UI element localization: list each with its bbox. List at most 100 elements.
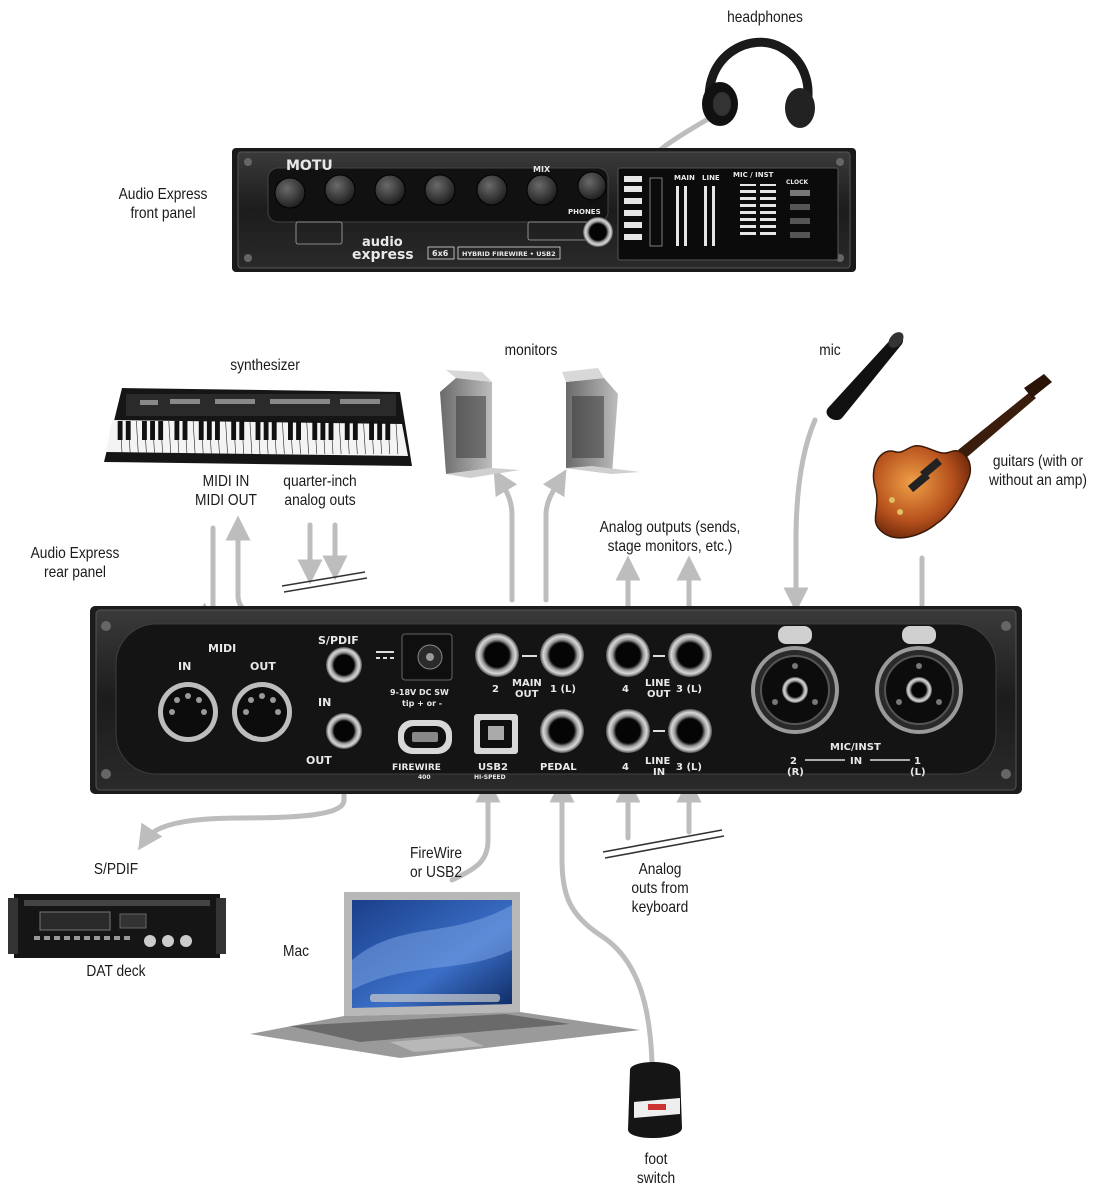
knob-1[interactable] bbox=[274, 177, 306, 209]
firewire-sub-label: 400 bbox=[418, 774, 431, 781]
rear-midi-label: MIDI bbox=[208, 642, 236, 655]
phones-jack[interactable] bbox=[583, 217, 613, 247]
headphones-icon bbox=[702, 37, 815, 128]
rear-spdif-in-label: IN bbox=[318, 696, 331, 709]
cable-pedal bbox=[549, 777, 655, 1065]
knob-5[interactable] bbox=[476, 174, 508, 206]
pedal-jack[interactable] bbox=[540, 709, 584, 753]
front-panel: MOTU MIX audio express 6x6 HYBRID FIREWI… bbox=[232, 148, 856, 272]
main-out-1-jack[interactable] bbox=[540, 633, 584, 677]
cable-spdif-out bbox=[138, 767, 347, 851]
cable-usb bbox=[449, 777, 501, 883]
line-in-3-label: 3 (L) bbox=[676, 762, 702, 773]
power-label-2: tip + or - bbox=[402, 699, 442, 708]
mic-inst-2r-label: (R) bbox=[787, 767, 804, 778]
cable-monitor-left bbox=[493, 469, 518, 603]
rear-midi-out-label: OUT bbox=[250, 660, 276, 673]
front-knobs bbox=[274, 171, 607, 209]
rear-spdif-label: S/PDIF bbox=[318, 634, 359, 647]
foot-switch-icon bbox=[628, 1062, 682, 1139]
knob-phones[interactable] bbox=[577, 171, 607, 201]
rear-spdif-out-label: OUT bbox=[306, 754, 332, 767]
knob-2[interactable] bbox=[324, 174, 356, 206]
front-panel-brand: MOTU bbox=[286, 158, 333, 174]
pedal-label: PEDAL bbox=[540, 762, 577, 773]
main-out-label-2: OUT bbox=[515, 689, 539, 700]
rear-midi-in-label: IN bbox=[178, 660, 191, 673]
line-in-label-2: IN bbox=[653, 767, 665, 778]
label-dat-deck: DAT deck bbox=[86, 963, 146, 980]
knob-3[interactable] bbox=[374, 174, 406, 206]
label-mic: mic bbox=[819, 342, 841, 359]
main-out-2-jack[interactable] bbox=[475, 633, 519, 677]
mic-inst-2-combo-jack[interactable] bbox=[751, 626, 839, 734]
dat-deck-icon bbox=[8, 894, 226, 958]
mac-laptop-icon bbox=[250, 892, 640, 1058]
power-label-1: 9-18V DC SW bbox=[390, 688, 449, 697]
spdif-in-jack[interactable] bbox=[326, 647, 362, 683]
label-analog-outputs: Analog outputs (sends,stage monitors, et… bbox=[599, 519, 741, 555]
line-in-4-jack[interactable] bbox=[606, 709, 650, 753]
mic-icon bbox=[826, 332, 904, 421]
knob-4[interactable] bbox=[424, 174, 456, 206]
usb2-port[interactable] bbox=[474, 714, 518, 754]
mic-inst-2-label: 2 bbox=[790, 756, 797, 767]
usb2-sub-label: HI-SPEED bbox=[474, 774, 506, 781]
line-out-3-label: 3 (L) bbox=[676, 684, 702, 695]
midi-out-port[interactable] bbox=[232, 682, 292, 742]
phones-label: PHONES bbox=[568, 208, 601, 216]
front-panel-model-bottom: express bbox=[352, 247, 414, 263]
front-meters bbox=[624, 176, 810, 247]
line-out-label-2: OUT bbox=[647, 689, 671, 700]
monitor-left-icon bbox=[440, 370, 520, 478]
monitor-right-icon bbox=[562, 368, 640, 474]
meter-header-line: LINE bbox=[702, 174, 720, 182]
line-in-4-label: 4 bbox=[622, 762, 629, 773]
label-mac: Mac bbox=[282, 943, 309, 960]
guitar-icon bbox=[872, 374, 1052, 539]
firewire-label: FIREWIRE bbox=[392, 763, 441, 773]
main-out-1-label: 1 (L) bbox=[550, 684, 576, 695]
mic-inst-1-combo-jack[interactable] bbox=[875, 626, 963, 734]
knob-label-mix: MIX bbox=[533, 165, 551, 174]
line-in-3-jack[interactable] bbox=[668, 709, 712, 753]
main-out-label-1: MAIN bbox=[512, 678, 542, 689]
line-out-4-label: 4 bbox=[622, 684, 629, 695]
mic-inst-1l-label: (L) bbox=[910, 767, 926, 778]
front-panel-badge: 6x6 bbox=[432, 249, 449, 258]
knob-mix[interactable] bbox=[526, 174, 558, 206]
mic-inst-label: MIC/INST bbox=[830, 742, 881, 753]
line-out-4-jack[interactable] bbox=[606, 633, 650, 677]
cable-mic bbox=[783, 417, 818, 613]
label-headphones: headphones bbox=[727, 9, 803, 26]
power-jack[interactable] bbox=[376, 633, 453, 681]
cable-monitor-right bbox=[542, 469, 567, 603]
meter-header-main: MAIN bbox=[674, 174, 695, 182]
mic-inst-in-label: IN bbox=[850, 756, 862, 767]
line-in-label-1: LINE bbox=[645, 756, 670, 767]
line-out-3-jack[interactable] bbox=[668, 633, 712, 677]
front-panel-tagline: HYBRID FIREWIRE • USB2 bbox=[462, 250, 556, 258]
label-spdif: S/PDIF bbox=[93, 861, 139, 878]
spdif-out-jack[interactable] bbox=[326, 713, 362, 749]
midi-in-port[interactable] bbox=[158, 682, 218, 742]
firewire-port[interactable] bbox=[398, 720, 452, 754]
cables bbox=[138, 109, 935, 1065]
cable-ends bbox=[281, 571, 725, 859]
label-monitors: monitors bbox=[504, 342, 558, 359]
rear-panel: MIDI IN OUT S/PDIF IN OUT 9-18V DC SW ti… bbox=[90, 606, 1022, 794]
label-synthesizer: synthesizer bbox=[230, 357, 300, 374]
mic-inst-1-label: 1 bbox=[914, 756, 921, 767]
line-out-label-1: LINE bbox=[645, 678, 670, 689]
meter-header-micinst: MIC / INST bbox=[733, 171, 774, 179]
meter-header-clock: CLOCK bbox=[786, 179, 809, 186]
